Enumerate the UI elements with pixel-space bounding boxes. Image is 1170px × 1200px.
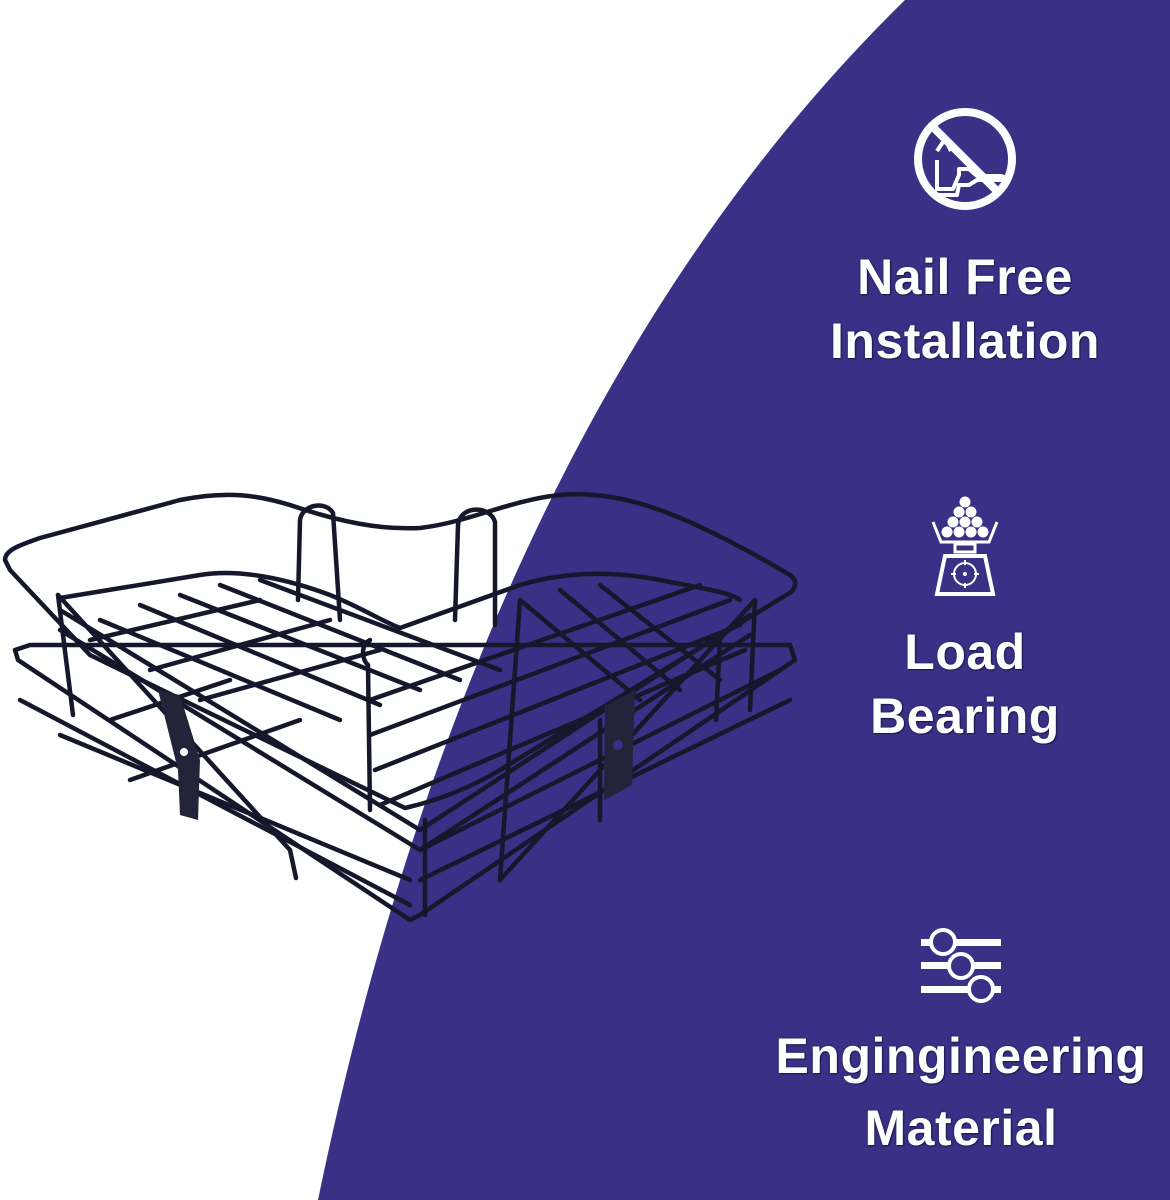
bracket-hole-right: [613, 740, 623, 750]
feature-title-line1: Load: [904, 624, 1026, 680]
purple-curved-panel: [318, 0, 1170, 1200]
bracket-hole-left: [180, 748, 188, 756]
feature-nail-free: Nail Free Installation: [800, 105, 1130, 373]
feature-title-line1: Engingineering: [775, 1028, 1147, 1084]
sliders-icon: [921, 928, 1001, 1003]
feature-title-line2: Material: [864, 1100, 1058, 1156]
feature-load-bearing: Load Bearing: [800, 494, 1130, 748]
feature-title-line2: Bearing: [870, 688, 1060, 744]
no-drill-icon: [914, 108, 1016, 210]
feature-title-line1: Nail Free: [857, 249, 1073, 305]
wall-bracket-left: [158, 690, 200, 820]
feature-title-line2: Installation: [830, 313, 1100, 369]
feature-engineering-material: Engingineering Material: [776, 926, 1146, 1160]
load-scale-icon: [931, 496, 999, 596]
